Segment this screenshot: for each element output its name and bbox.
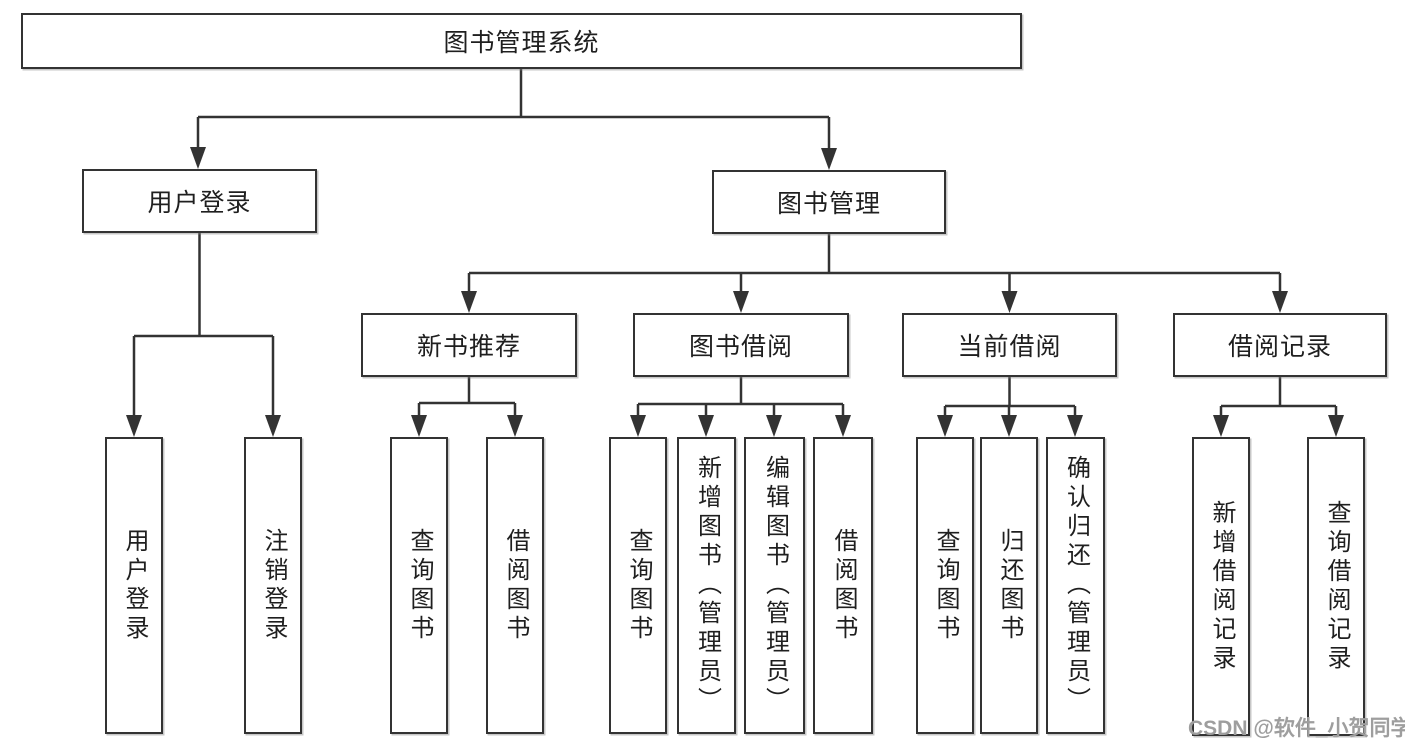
node-leaf-add-books-admin: 新增图书（管理员） [677, 437, 736, 734]
node-leaf-query-books: 查询图书 [916, 437, 974, 734]
node-leaf-borrow-books: 借阅图书 [813, 437, 873, 734]
node-leaf-user-login: 用户登录 [105, 437, 163, 734]
node-leaf-add-borrow-record: 新增借阅记录 [1192, 437, 1250, 736]
node-new-book-recommend: 新书推荐 [361, 313, 577, 377]
arrowheads [126, 147, 1344, 437]
node-leaf-logout: 注销登录 [244, 437, 302, 734]
node-leaf-query-borrow-record: 查询借阅记录 [1307, 437, 1365, 736]
node-leaf-borrow-books: 借阅图书 [486, 437, 544, 734]
node-book-management: 图书管理 [712, 170, 946, 234]
node-library-system: 图书管理系统 [21, 13, 1022, 69]
node-leaf-confirm-return-admin: 确认归还（管理员） [1046, 437, 1105, 734]
node-book-borrowing: 图书借阅 [633, 313, 849, 377]
node-borrowing-records: 借阅记录 [1173, 313, 1387, 377]
node-leaf-query-books: 查询图书 [390, 437, 448, 734]
node-leaf-edit-books-admin: 编辑图书（管理员） [744, 437, 805, 734]
node-user-login: 用户登录 [82, 169, 317, 233]
node-current-borrowing: 当前借阅 [902, 313, 1117, 377]
node-leaf-query-books: 查询图书 [609, 437, 667, 734]
node-leaf-return-books: 归还图书 [980, 437, 1038, 734]
